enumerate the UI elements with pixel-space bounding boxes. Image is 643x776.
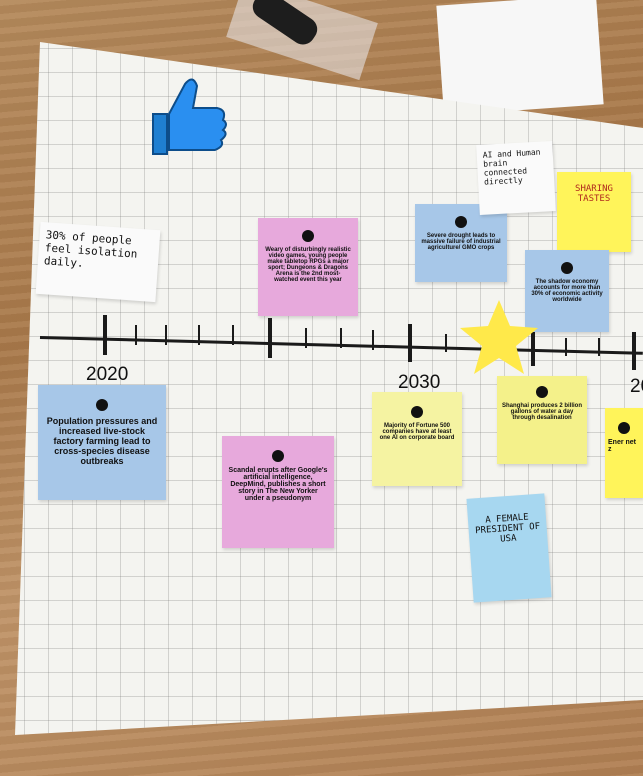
timeline-tick — [372, 330, 374, 350]
timeline-major-tick — [103, 315, 107, 355]
paper-sheet — [436, 0, 604, 116]
note-text: Majority of Fortune 500 companies have a… — [379, 423, 455, 441]
timeline-major-tick — [408, 324, 412, 362]
note-text: The shadow economy accounts for more tha… — [531, 279, 603, 303]
timeline-tick — [598, 338, 600, 356]
timeline-tick — [135, 325, 137, 345]
globe-icon — [302, 230, 314, 242]
sticky-shanghai: Shanghai produces 2 billion gallons of w… — [497, 376, 587, 464]
year-2030: 2030 — [398, 372, 441, 393]
handwritten-sharing-note: SHARING TASTES — [557, 172, 631, 252]
bowl-icon — [455, 216, 467, 228]
sticky-partial: Ener net z — [605, 408, 643, 498]
sticky-games: Weary of disturbingly realistic video ga… — [258, 218, 358, 316]
timeline-tick — [445, 334, 447, 352]
sticky-fortune: Majority of Fortune 500 companies have a… — [372, 392, 462, 486]
note-text: Population pressures and increased live-… — [46, 416, 158, 466]
thumbs-up-icon — [152, 78, 227, 155]
plus-icon — [96, 399, 108, 411]
timeline-major-tick — [531, 328, 535, 366]
handwritten-president-note: A FEMALE PRESIDENT OF USA — [466, 493, 552, 603]
timeline-major-tick — [632, 332, 636, 370]
handwritten-isolation-note: 30% of people feel isolation daily. — [35, 221, 161, 303]
timeline-tick — [340, 328, 342, 348]
sticky-scandal: Scandal erupts after Google's artificial… — [222, 436, 334, 548]
note-text: Ener net z — [608, 439, 637, 453]
timeline-tick — [165, 325, 167, 345]
circle-icon — [618, 422, 630, 434]
sticky-population: Population pressures and increased live-… — [38, 385, 166, 500]
handwritten-brain-note: AI and Human brain connected directly — [476, 141, 556, 215]
year-2020: 2020 — [86, 364, 129, 385]
timeline-tick — [565, 338, 567, 356]
timeline-tick — [198, 325, 200, 345]
gear-icon — [561, 262, 573, 274]
note-text: Scandal erupts after Google's artificial… — [228, 467, 328, 502]
sticky-drought: Severe drought leads to massive failure … — [415, 204, 507, 282]
pie-chart-icon — [411, 406, 423, 418]
year-partial: 20 — [630, 376, 643, 397]
timeline-major-tick — [268, 318, 272, 358]
timeline-tick — [305, 328, 307, 348]
star-icon — [460, 300, 538, 374]
note-text: Weary of disturbingly realistic video ga… — [265, 247, 351, 283]
note-text: Shanghai produces 2 billion gallons of w… — [502, 403, 583, 421]
note-text: Severe drought leads to massive failure … — [421, 233, 501, 251]
globe-icon — [272, 450, 284, 462]
water-drop-icon — [536, 386, 548, 398]
sticky-shadow-economy: The shadow economy accounts for more tha… — [525, 250, 609, 332]
timeline-tick — [232, 325, 234, 345]
